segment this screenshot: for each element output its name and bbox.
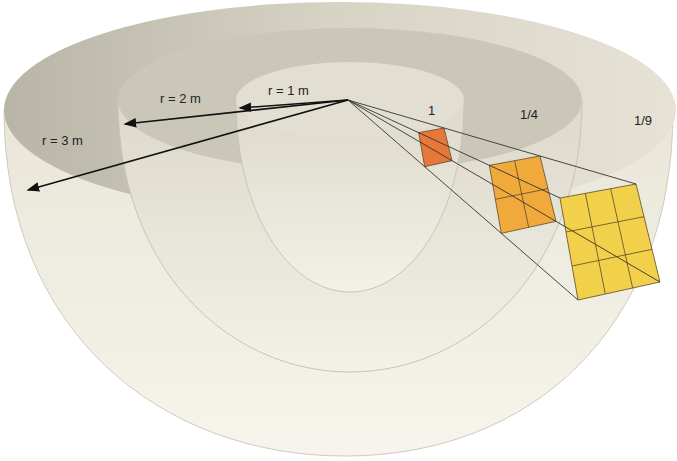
area-patch <box>419 128 452 167</box>
area-patch <box>489 156 556 233</box>
radius-label: r = 2 m <box>160 92 201 106</box>
radius-label: r = 1 m <box>268 84 309 98</box>
projection-ray <box>348 100 660 282</box>
area-label: 1/4 <box>520 108 538 122</box>
radius-label: r = 3 m <box>42 134 83 148</box>
projection-ray <box>348 100 560 198</box>
area-patch <box>560 184 660 300</box>
projection-ray <box>348 100 578 300</box>
radius-arrow <box>28 100 348 190</box>
area-label: 1 <box>428 104 435 118</box>
radius-arrow <box>125 100 348 124</box>
grid-line <box>611 189 633 288</box>
area-label: 1/9 <box>634 114 652 128</box>
inner-rim <box>236 62 464 138</box>
projection-ray <box>348 100 636 184</box>
grid-line <box>585 193 605 294</box>
grid-line <box>566 217 644 232</box>
grid-line <box>572 249 652 266</box>
